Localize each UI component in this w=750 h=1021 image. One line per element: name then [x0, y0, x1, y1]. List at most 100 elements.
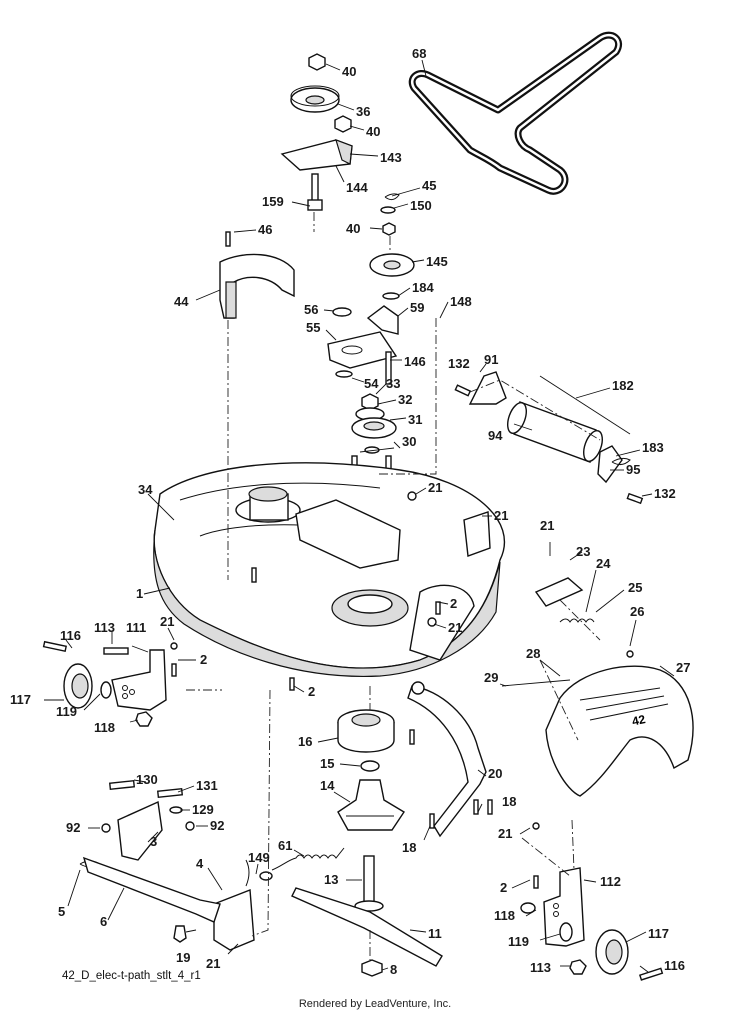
callout-118: 118: [94, 720, 115, 735]
callout-40: 40: [342, 64, 356, 79]
idler-pulley-assembly-top: [280, 53, 353, 211]
callout-14: 14: [320, 778, 335, 793]
callout-18: 18: [502, 794, 516, 809]
callout-33: 33: [386, 376, 400, 391]
callout-2: 2: [200, 652, 207, 667]
callout-91: 91: [484, 352, 498, 367]
callout-leaders: [44, 59, 675, 973]
callout-21: 21: [160, 614, 174, 629]
callout-21: 21: [498, 826, 512, 841]
callout-20: 20: [488, 766, 502, 781]
callout-150: 150: [410, 198, 432, 213]
callout-182: 182: [612, 378, 634, 393]
callout-18: 18: [402, 840, 416, 855]
callout-11: 11: [428, 926, 442, 941]
callout-21: 21: [540, 518, 554, 533]
callout-25: 25: [628, 580, 642, 595]
callout-6: 6: [100, 914, 107, 929]
callout-21: 21: [206, 956, 220, 971]
callout-45: 45: [422, 178, 436, 193]
callout-119: 119: [56, 704, 77, 719]
right-gauge-wheel: [520, 822, 664, 981]
callout-129: 129: [192, 802, 214, 817]
blade-spindle-assembly: [291, 709, 443, 977]
callout-68: 68: [412, 46, 426, 61]
callout-116: 116: [664, 958, 685, 973]
assembly-centerlines: [186, 212, 601, 960]
callout-21: 21: [448, 620, 462, 635]
callout-143: 143: [380, 150, 402, 165]
callout-4: 4: [196, 856, 204, 871]
drive-belt: [408, 31, 623, 195]
right-idler-arm: [407, 681, 493, 838]
callout-8: 8: [390, 962, 397, 977]
callout-40: 40: [366, 124, 380, 139]
callout-40: 40: [346, 221, 360, 236]
callout-28: 28: [526, 646, 540, 661]
callout-2: 2: [500, 880, 507, 895]
callout-16: 16: [298, 734, 312, 749]
callout-112: 112: [600, 874, 621, 889]
idler-arm-bracket: [213, 859, 255, 951]
anti-scalp-roller: [454, 371, 644, 505]
callout-184: 184: [412, 280, 434, 295]
callout-5: 5: [58, 904, 65, 919]
left-gauge-wheel: [42, 640, 178, 727]
diagram-reference-code: 42_D_elec-t-path_stlt_4_r1: [62, 970, 201, 982]
callout-183: 183: [642, 440, 664, 455]
callout-145: 145: [426, 254, 448, 269]
callout-94: 94: [488, 428, 503, 443]
callout-117: 117: [648, 926, 669, 941]
callout-24: 24: [596, 556, 611, 571]
callout-95: 95: [626, 462, 640, 477]
callout-54: 54: [364, 376, 379, 391]
callout-labels: 68 40 36 40 143 144 159 45 150 40 46 145…: [10, 46, 690, 977]
callout-19: 19: [176, 950, 190, 965]
callout-92: 92: [66, 820, 80, 835]
callout-59: 59: [410, 300, 424, 315]
callout-15: 15: [320, 756, 334, 771]
callout-119: 119: [508, 934, 529, 949]
discharge-deflector: 42: [501, 577, 694, 797]
svg-text:42: 42: [631, 712, 647, 729]
callout-118: 118: [494, 908, 515, 923]
callout-159: 159: [262, 194, 284, 209]
callout-116: 116: [60, 628, 81, 643]
callout-130: 130: [136, 772, 158, 787]
callout-146: 146: [404, 354, 426, 369]
callout-1: 1: [136, 586, 143, 601]
callout-61: 61: [278, 838, 292, 853]
callout-56: 56: [304, 302, 318, 317]
callout-26: 26: [630, 604, 644, 619]
mower-deck-housing: [153, 462, 506, 691]
callout-55: 55: [306, 320, 320, 335]
callout-36: 36: [356, 104, 370, 119]
callout-132: 132: [654, 486, 676, 501]
callout-132: 132: [448, 356, 470, 371]
callout-2: 2: [450, 596, 457, 611]
callout-144: 144: [346, 180, 368, 195]
render-credit: Rendered by LeadVenture, Inc.: [298, 998, 452, 1010]
callout-111: 111: [126, 620, 146, 635]
callout-92: 92: [210, 818, 224, 833]
callout-34: 34: [138, 482, 153, 497]
left-idler-arm: [79, 779, 221, 943]
callout-27: 27: [676, 660, 690, 675]
callout-32: 32: [398, 392, 412, 407]
callout-113: 113: [94, 620, 115, 635]
callout-117: 117: [10, 692, 31, 707]
callout-29: 29: [484, 670, 498, 685]
callout-21: 21: [494, 508, 508, 523]
belt-guard: [219, 231, 295, 319]
callout-46: 46: [258, 222, 272, 237]
callout-3: 3: [150, 834, 157, 849]
tension-spring: [259, 847, 345, 881]
callout-44: 44: [174, 294, 189, 309]
callout-113: 113: [530, 960, 551, 975]
callout-23: 23: [576, 544, 590, 559]
callout-13: 13: [324, 872, 338, 887]
callout-31: 31: [408, 412, 422, 427]
callout-21: 21: [428, 480, 442, 495]
callout-149: 149: [248, 850, 270, 865]
